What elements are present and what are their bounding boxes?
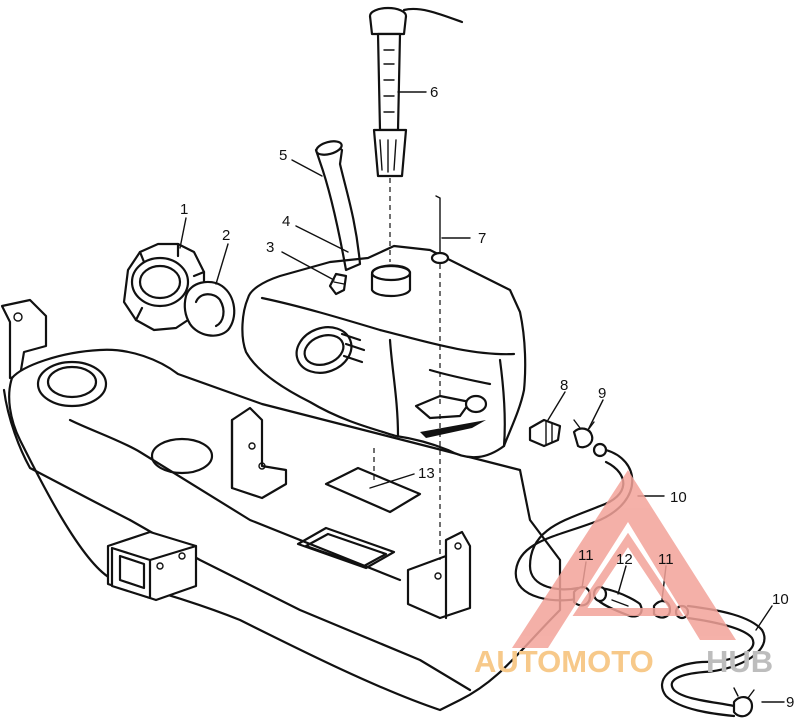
watermark-triangle: [512, 470, 736, 648]
part-label-7: 7: [478, 230, 486, 247]
part-labels: 1 2 3 4 5 6 7 8 9 9 10 10 11 11 12 13: [180, 84, 794, 711]
vent-7: [430, 195, 450, 404]
part-label-8: 8: [560, 377, 568, 394]
part-label-4: 4: [282, 213, 290, 230]
watermark-logo: [512, 470, 736, 648]
part-label-9-lower: 9: [786, 694, 794, 711]
part-label-11-left: 11: [578, 547, 594, 564]
fuel-sender-6: [368, 6, 464, 262]
watermark-text: AUTOMOTO HUB: [474, 644, 773, 679]
rubber-pad-13: [324, 466, 422, 514]
frame: [0, 298, 562, 712]
gasket-2: [183, 280, 236, 337]
part-label-9-upper: 9: [598, 385, 606, 402]
watermark-hub-text: HUB: [706, 644, 773, 679]
part-label-12: 12: [616, 551, 633, 568]
part-label-11-right: 11: [658, 551, 674, 568]
part-label-5: 5: [279, 147, 287, 164]
vent-hose-5: [314, 140, 362, 272]
part-label-1: 1: [180, 201, 188, 218]
fuel-tank-4: [241, 244, 527, 459]
part-label-2: 2: [222, 227, 230, 244]
part-label-10-lower: 10: [772, 591, 789, 608]
fitting-3: [328, 272, 348, 296]
part-label-13: 13: [418, 465, 435, 482]
part-label-6: 6: [430, 84, 438, 101]
watermark-brand-text: AUTOMOTO: [474, 644, 654, 679]
leader-lines: [179, 91, 785, 703]
part-label-10-upper: 10: [670, 489, 687, 506]
part-label-3: 3: [266, 239, 274, 256]
